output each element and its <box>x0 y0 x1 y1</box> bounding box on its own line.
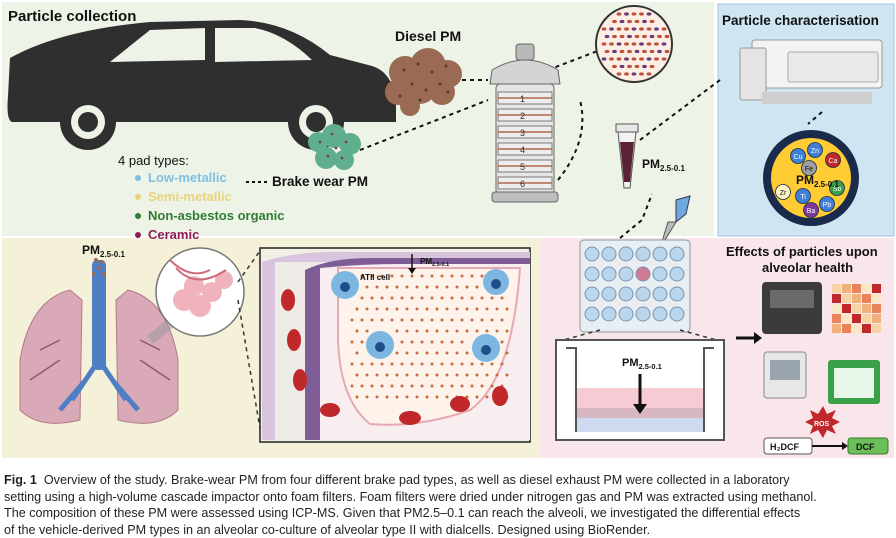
well-plate-icon <box>580 240 690 332</box>
well <box>585 307 599 321</box>
element-label: Pb <box>823 202 832 209</box>
well <box>619 247 633 261</box>
well <box>602 267 616 281</box>
well <box>670 287 684 301</box>
pad-types-title: 4 pad types: <box>118 153 189 168</box>
well <box>585 287 599 301</box>
well <box>585 247 599 261</box>
caption-line-1: Fig. 1 Overview of the study. Brake-wear… <box>4 472 894 489</box>
ros-label: ROS <box>814 421 830 428</box>
pad-type-bullet <box>135 232 141 238</box>
foam-filter-sample <box>596 6 672 82</box>
well <box>636 267 650 281</box>
impactor-stage-number: 4 <box>520 145 525 155</box>
element-label: Ba <box>807 208 816 215</box>
impactor-stage-number: 1 <box>520 94 525 104</box>
icp-ms-instrument-icon <box>740 40 882 104</box>
caption-line-3: The composition of these PM were assesse… <box>4 505 894 522</box>
svg-text:DCF: DCF <box>856 442 875 452</box>
well <box>602 247 616 261</box>
pad-type-bullet <box>135 213 141 219</box>
element-label: Fe <box>805 166 813 173</box>
impactor-stage-number: 5 <box>520 162 525 172</box>
plate-reader-icon <box>762 282 822 334</box>
h2dcf-box: H₂DCF <box>764 438 812 454</box>
well <box>585 267 599 281</box>
well <box>653 267 667 281</box>
well <box>636 287 650 301</box>
pad-type-bullet <box>135 194 141 200</box>
brake-wear-pm-label: Brake wear PM <box>272 174 368 189</box>
pad-type-label: Low-metallic <box>148 170 227 185</box>
well <box>636 307 650 321</box>
diesel-pm-label: Diesel PM <box>395 28 461 44</box>
pad-type-bullet <box>135 175 141 181</box>
dcf-box: DCF <box>848 438 888 454</box>
pad-type-label: Semi-metallic <box>148 189 232 204</box>
particle-characterisation-title: Particle characterisation <box>722 13 879 28</box>
svg-text:H₂DCF: H₂DCF <box>770 442 799 452</box>
well <box>653 287 667 301</box>
caption-line-4: of the vehicle-derived PM types in an al… <box>4 522 894 538</box>
impactor-stage-number: 6 <box>520 179 525 189</box>
particle-collection-title: Particle collection <box>8 8 136 25</box>
well <box>653 247 667 261</box>
well <box>602 287 616 301</box>
element-label: Cu <box>794 154 803 161</box>
microscope-icon <box>764 352 806 398</box>
element-label: Zr <box>780 190 787 197</box>
well <box>619 267 633 281</box>
well <box>670 307 684 321</box>
well <box>670 247 684 261</box>
heatmap-icon <box>832 284 881 333</box>
western-blot-icon <box>828 360 880 404</box>
well <box>602 307 616 321</box>
well <box>619 287 633 301</box>
caption-line-2: setting using a high-volume cascade impa… <box>4 489 894 506</box>
well <box>653 307 667 321</box>
figure-caption: Fig. 1 Overview of the study. Brake-wear… <box>4 472 894 538</box>
well <box>670 267 684 281</box>
impactor-stage-number: 3 <box>520 128 525 138</box>
element-label: Ti <box>800 194 806 201</box>
well <box>636 247 650 261</box>
overview-figure: Particle collection Particle characteris… <box>0 0 896 470</box>
well <box>619 307 633 321</box>
pad-type-label: Ceramic <box>148 227 199 242</box>
atii-cell-label: ATII cell <box>360 273 390 282</box>
element-label: Ca <box>829 158 838 165</box>
pad-type-label: Non-asbestos organic <box>148 208 285 223</box>
impactor-stage-number: 2 <box>520 111 525 121</box>
element-label: Zn <box>811 148 819 155</box>
caption-fig-label: Fig. 1 <box>4 473 37 487</box>
effects-title-line2: alveolar health <box>762 260 853 275</box>
effects-title-line1: Effects of particles upon <box>726 244 878 259</box>
